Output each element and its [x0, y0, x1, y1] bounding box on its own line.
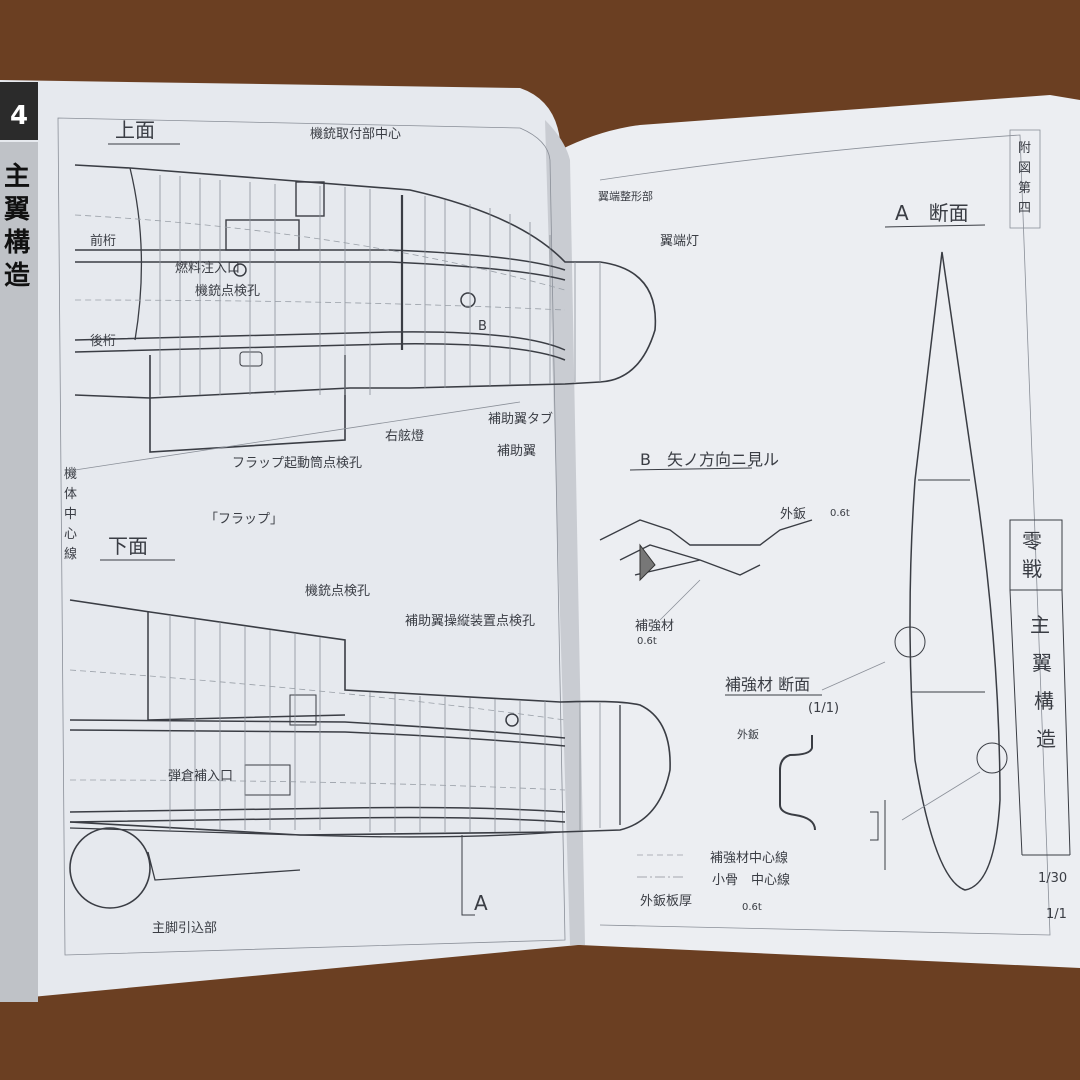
gun-inspection-label-lower: 機銃点検孔: [305, 584, 370, 599]
skin-small-label: 外鈑: [737, 728, 759, 741]
airfoil-section-drawing: [821, 251, 1008, 891]
svg-text:構: 構: [1034, 689, 1054, 713]
ammo-inlet-label: 弾倉補入口: [168, 769, 233, 784]
gun-mount-center-label: 機銃取付部中心: [310, 127, 401, 142]
stiffener-label: 補強材: [635, 619, 674, 634]
flap-actuator-label: フラップ起動筒点検孔: [232, 455, 362, 471]
upper-view-title: 上面: [115, 118, 155, 142]
stiffener-thickness: 0.6t: [637, 636, 657, 647]
chapter-tab: [0, 82, 38, 140]
chapter-title-2: 翼: [4, 195, 30, 225]
svg-text:零: 零: [1022, 529, 1042, 553]
skin-plate-note: 外鈑板厚: [640, 894, 692, 909]
svg-text:四: 四: [1018, 201, 1031, 216]
skin-label: 外鈑: [780, 507, 806, 522]
lower-view-title: 下面: [108, 534, 148, 558]
tip-light-label: 翼端灯: [660, 234, 699, 249]
chapter-strip: [0, 142, 38, 1002]
aileron-control-label: 補助翼操縦装置点検孔: [405, 613, 535, 629]
skin-plate-value: 0.6t: [742, 902, 762, 913]
svg-text:中: 中: [64, 507, 77, 522]
aileron-tab-label: 補助翼タブ: [488, 411, 553, 427]
svg-text:附: 附: [1018, 141, 1031, 156]
legend-stiffener-centerline: 補強材中心線: [710, 850, 788, 866]
section-a-title: A 断面: [895, 201, 969, 225]
fuel-inlet-label: 燃料注入口: [175, 260, 240, 276]
left-page: [0, 80, 578, 1000]
svg-text:翼: 翼: [1032, 651, 1052, 675]
svg-text:図: 図: [1018, 161, 1031, 176]
svg-text:造: 造: [1036, 727, 1056, 751]
stiffener-z-profile: [779, 735, 816, 831]
chapter-title-4: 造: [4, 261, 30, 291]
svg-text:機: 機: [64, 467, 77, 482]
title-block: 零 戦 主 翼 構 造 1/30 1/1: [1009, 519, 1071, 922]
legend-rib-centerline: 小骨 中心線: [712, 872, 790, 888]
svg-text:心: 心: [64, 527, 77, 542]
sheet-tag-box: [1009, 129, 1041, 229]
detail-b-marker: B: [478, 319, 487, 334]
svg-text:主: 主: [1030, 613, 1050, 637]
upper-wing-drawing: [74, 164, 657, 471]
svg-text:戦: 戦: [1022, 557, 1042, 581]
flap-label: 「フラップ」: [205, 512, 283, 527]
chapter-title-3: 構: [4, 228, 30, 258]
section-a-marker: A: [474, 891, 488, 915]
chapter-number: 4: [10, 101, 28, 131]
gun-inspection-label-upper: 機銃点検孔: [195, 284, 260, 299]
right-page: [560, 95, 1080, 968]
stiffener-section-title: 補強材 断面: [725, 675, 810, 694]
svg-text:線: 線: [64, 546, 77, 562]
rear-spar-label: 後桁: [90, 334, 116, 349]
view-b-title: B 矢ノ方向ニ見ル: [640, 450, 779, 469]
tip-section-label: 翼端整形部: [598, 189, 653, 203]
sheet-tag: 附 図 第 四: [1018, 141, 1031, 216]
chapter-title-1: 主: [4, 162, 30, 192]
front-spar-label: 前桁: [90, 233, 116, 249]
lower-wing-drawing: [69, 599, 671, 916]
stiffener-scale: (1/1): [808, 701, 839, 716]
book-gutter: [545, 120, 585, 945]
scale-1-30: 1/30: [1038, 871, 1067, 886]
scale-1-1: 1/1: [1046, 907, 1067, 922]
svg-text:第: 第: [1018, 181, 1031, 196]
centerline-label: 機 体 中 心 線: [64, 467, 77, 562]
skin-thickness: 0.6t: [830, 508, 850, 519]
stiffener-perspective-drawing: [599, 519, 813, 621]
right-frame: [599, 134, 1051, 936]
nav-light-label: 右舷燈: [385, 428, 424, 444]
aileron-label: 補助翼: [497, 444, 536, 459]
left-frame: [57, 117, 566, 956]
main-gear-well-label: 主脚引込部: [152, 920, 217, 936]
svg-text:体: 体: [64, 487, 77, 502]
